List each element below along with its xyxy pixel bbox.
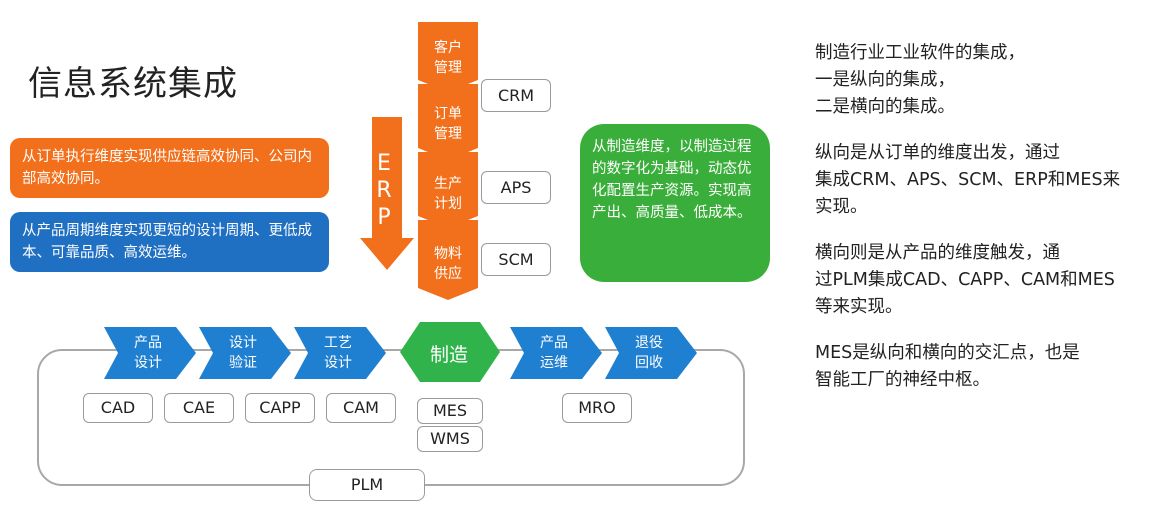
side-line: 集成CRM、APS、SCM、ERP和MES来 — [815, 170, 1121, 190]
stack-shape-3 — [418, 152, 478, 228]
side-line: 制造行业工业软件的集成， — [815, 43, 1025, 63]
stack-shape-1 — [418, 22, 478, 92]
tag-plm: PLM — [309, 469, 425, 501]
chevron-product-design: 产品 设计 — [118, 333, 178, 373]
chevron-line: 验证 — [229, 355, 257, 371]
chevron-line: 工艺 — [324, 335, 352, 351]
stack-item-line: 生产 — [434, 176, 462, 192]
erp-letters: E R P — [374, 150, 394, 231]
chevron-line: 设计 — [229, 335, 257, 351]
chevron-shape-2 — [199, 327, 291, 379]
note-manufacturing-dimension: 从制造维度，以制造过程的数字化为基础，动态优化配置生产资源。实现高产出、高质量、… — [580, 124, 770, 282]
side-line — [815, 121, 1150, 140]
chevron-design-verification: 设计 验证 — [213, 333, 273, 373]
side-line — [815, 221, 1150, 240]
tag-capp: CAPP — [245, 393, 315, 423]
side-text-block: 制造行业工业软件的集成， 一是纵向的集成， 二是横向的集成。 纵向是从订单的维度… — [815, 40, 1150, 394]
erp-arrow — [360, 117, 414, 270]
tag-wms: WMS — [417, 426, 483, 452]
side-line: 实现。 — [815, 197, 868, 217]
tag-aps: APS — [481, 171, 551, 204]
side-line: MES是纵向和横向的交汇点，也是 — [815, 343, 1080, 363]
chevron-line: 退役 — [635, 335, 663, 351]
stack-item-order: 订单 管理 — [423, 104, 473, 144]
side-line: 等来实现。 — [815, 297, 903, 317]
manufacturing-hexagon — [400, 322, 500, 382]
chevron-line: 产品 — [540, 335, 568, 351]
chevron-line: 设计 — [324, 355, 352, 371]
page-title: 信息系统集成 — [28, 64, 238, 104]
side-line: 二是横向的集成。 — [815, 97, 955, 117]
chevron-retirement-recycling: 退役 回收 — [619, 333, 679, 373]
side-line: 纵向是从订单的维度出发，通过 — [815, 143, 1060, 163]
chevron-line: 设计 — [134, 355, 162, 371]
stack-item-planning: 生产 计划 — [423, 174, 473, 214]
side-line: 智能工厂的神经中枢。 — [815, 370, 990, 390]
stack-item-line: 物料 — [434, 246, 462, 262]
chevron-process-design: 工艺 设计 — [308, 333, 368, 373]
tag-scm: SCM — [481, 243, 551, 276]
erp-letter-e: E — [377, 151, 391, 176]
side-line: 过PLM集成CAD、CAPP、CAM和MES — [815, 270, 1115, 290]
chevron-shape-5 — [605, 327, 697, 379]
stack-item-line: 客户 — [434, 40, 462, 56]
tag-cad: CAD — [83, 393, 153, 423]
stack-item-line: 管理 — [434, 60, 462, 76]
manufacturing-label: 制造 — [429, 344, 468, 366]
note-product-dimension: 从产品周期维度实现更短的设计周期、更低成本、可靠品质、高效运维。 — [10, 212, 329, 272]
chevron-line: 回收 — [635, 355, 663, 371]
tag-cae: CAE — [164, 393, 234, 423]
side-line: 一是纵向的集成， — [815, 70, 955, 90]
chevron-product-maintenance: 产品 运维 — [524, 333, 584, 373]
integration-diagram — [37, 22, 745, 486]
side-line: 横向则是从产品的维度触发，通 — [815, 243, 1060, 263]
chevron-shape-1 — [104, 327, 196, 379]
stack-item-customer: 客户 管理 — [423, 38, 473, 78]
chevron-shape-4 — [510, 327, 602, 379]
tag-mes: MES — [417, 398, 483, 424]
erp-letter-r: R — [376, 178, 392, 203]
stack-item-line: 计划 — [434, 196, 462, 212]
stack-item-material: 物料 供应 — [423, 244, 473, 284]
chevron-line: 运维 — [540, 355, 568, 371]
stack-shape-2 — [418, 84, 478, 160]
side-line — [815, 321, 1150, 340]
tag-cam: CAM — [326, 393, 396, 423]
erp-letter-p: P — [377, 205, 391, 230]
note-order-dimension: 从订单执行维度实现供应链高效协同、公司内部高效协同。 — [10, 138, 329, 198]
stack-item-line: 供应 — [434, 266, 462, 282]
chevron-line: 产品 — [134, 335, 162, 351]
stack-shape-4 — [418, 220, 478, 300]
tag-mro: MRO — [562, 393, 632, 423]
tag-crm: CRM — [481, 79, 551, 112]
chevron-shape-3 — [294, 327, 386, 379]
stack-item-line: 订单 — [434, 106, 462, 122]
stack-item-line: 管理 — [434, 126, 462, 142]
